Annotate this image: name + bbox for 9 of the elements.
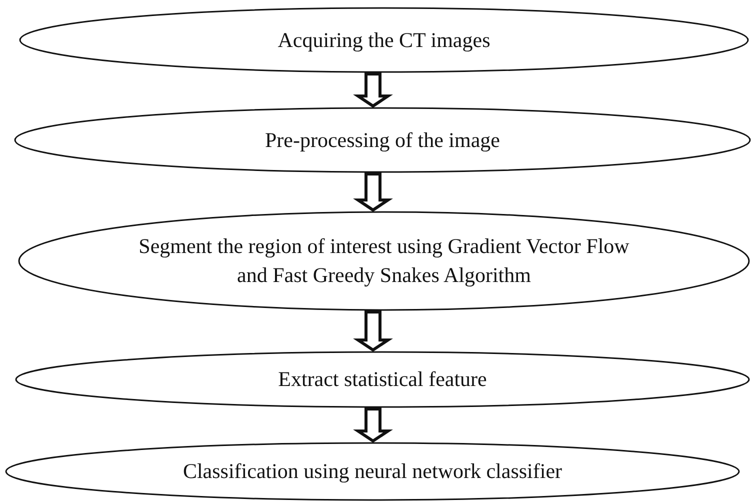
step-text: Classification using neural network classifier xyxy=(182,458,562,485)
block-arrow xyxy=(353,408,393,443)
step-text: Pre-processing of the image xyxy=(264,126,500,154)
step-text: Extract statistical feature xyxy=(278,366,487,393)
block-arrow xyxy=(353,172,393,212)
block-arrow xyxy=(353,310,393,352)
step-text: Acquiring the CT images xyxy=(278,26,490,54)
block-arrow xyxy=(353,72,393,108)
step-text: Segment the region of interest using Gradient Vector Flow and Fast Greedy Snakes Algorithm xyxy=(138,233,630,289)
